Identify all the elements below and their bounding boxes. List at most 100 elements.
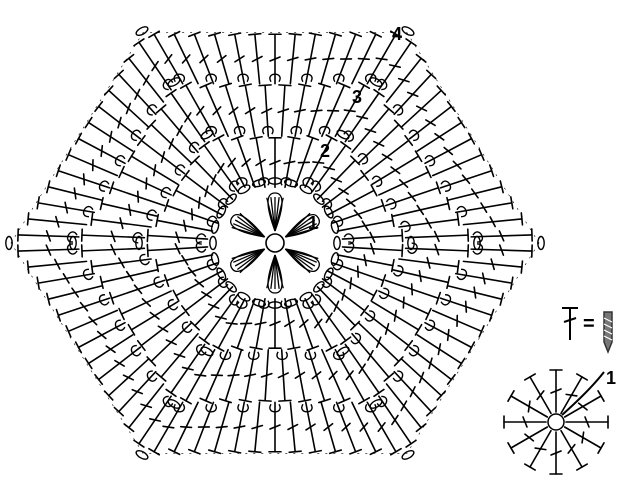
chain-stitch (237, 183, 251, 195)
dc-stitch (191, 156, 233, 199)
dc-slash (466, 301, 467, 312)
dc-top-bar (508, 443, 514, 453)
dc-slash (192, 209, 193, 220)
dc-stitch (181, 82, 215, 136)
hook-insertion-icon (604, 312, 612, 352)
dc-stitch (463, 259, 522, 273)
dc-stitch (157, 105, 198, 152)
dc-stitch (333, 263, 386, 286)
dc-top-bar (458, 118, 465, 128)
dc-stitch (209, 33, 229, 84)
dc-top-bar (259, 400, 271, 401)
dc-stitch (394, 70, 435, 114)
dc-slash (535, 448, 546, 450)
dc-stitch (105, 86, 148, 127)
dc-top-bar (91, 213, 93, 225)
dc-slash (124, 375, 134, 380)
dc-top-bar (288, 137, 300, 139)
dc-slash (358, 266, 359, 277)
dc-stitch (406, 229, 469, 241)
dc-slash (311, 110, 322, 111)
chain-stitch (215, 267, 227, 281)
dc-slash (213, 107, 221, 115)
dc-top-bar (402, 229, 403, 241)
chain-stitch (224, 192, 238, 206)
dc-stitch (95, 102, 140, 139)
dc-top-bar (28, 261, 29, 273)
dc-slash (354, 210, 361, 218)
dc-slash (132, 390, 142, 394)
petal-cluster (231, 249, 265, 273)
dc-slash (181, 427, 192, 428)
dc-stitch (338, 215, 394, 231)
dc-stitch (295, 350, 310, 402)
dc-stitch (359, 323, 403, 366)
dc-stitch (448, 286, 503, 305)
dc-stitch (119, 167, 171, 195)
dc-stitch (379, 39, 416, 90)
legend-detail-round-label: 1 (606, 368, 616, 388)
dc-stitch (410, 102, 455, 139)
dc-top-bar (95, 375, 102, 384)
dc-stitch (149, 31, 183, 83)
hexagon-outline (11, 33, 539, 454)
dc-slash (242, 159, 250, 166)
dc-slash (110, 132, 112, 143)
dc-top-bar (391, 449, 401, 455)
dc-top-bar (91, 261, 93, 273)
round-one-detail-diagram (504, 370, 608, 474)
round-label-2: 2 (320, 141, 330, 161)
dc-slash (329, 371, 337, 379)
chain-stitch (210, 237, 216, 250)
dc-stitch (220, 350, 242, 403)
dc-stitch (138, 136, 185, 174)
dc-top-bar (259, 85, 271, 86)
dc-slash (438, 344, 440, 355)
dc-stitch (149, 402, 183, 454)
dc-stitch (456, 273, 513, 289)
dc-stitch (239, 84, 254, 136)
dc-slash (408, 92, 418, 96)
chain-stitch (323, 267, 335, 281)
dc-top-bar (128, 325, 134, 335)
dc-slash (334, 301, 338, 311)
dc-stitch (306, 402, 321, 453)
dc-top-bar (598, 391, 604, 401)
dc-top-bar (458, 358, 465, 368)
dc-stitch (410, 347, 455, 384)
dc-stitch (138, 312, 185, 350)
dc-slash (305, 58, 316, 60)
petal-cluster (267, 255, 283, 293)
dc-top-bar (239, 84, 251, 86)
dc-top-bar (85, 358, 92, 368)
dc-stitch (110, 182, 165, 206)
chain-stitch (224, 280, 238, 294)
round-label-1: 1 (308, 213, 318, 233)
dc-stitch (365, 312, 412, 350)
dc-top-bar (199, 142, 209, 149)
dc-stitch (288, 34, 302, 84)
dc-stitch (165, 263, 218, 286)
dc-top-bar (147, 229, 148, 241)
dc-top-bar (374, 389, 384, 396)
dc-stitch (295, 84, 311, 136)
dc-top-bar (249, 451, 261, 452)
chain-stitch (70, 237, 76, 250)
dc-stitch (66, 149, 117, 175)
dc-stitch (166, 90, 205, 142)
dc-stitch (566, 416, 608, 428)
chain-stitch (312, 280, 326, 294)
dc-stitch (114, 70, 155, 114)
chain-stitch (312, 192, 326, 206)
dc-slash (566, 394, 577, 396)
dc-top-bar (173, 185, 179, 196)
dc-top-bar (577, 374, 587, 380)
dc-top-bar (279, 400, 291, 401)
dc-top-bar (288, 347, 300, 349)
dc-slash (284, 161, 295, 163)
chain-stitch (401, 25, 415, 37)
dc-slash (195, 375, 206, 376)
dc-stitch (165, 200, 218, 223)
round-label-3: 3 (352, 87, 362, 107)
